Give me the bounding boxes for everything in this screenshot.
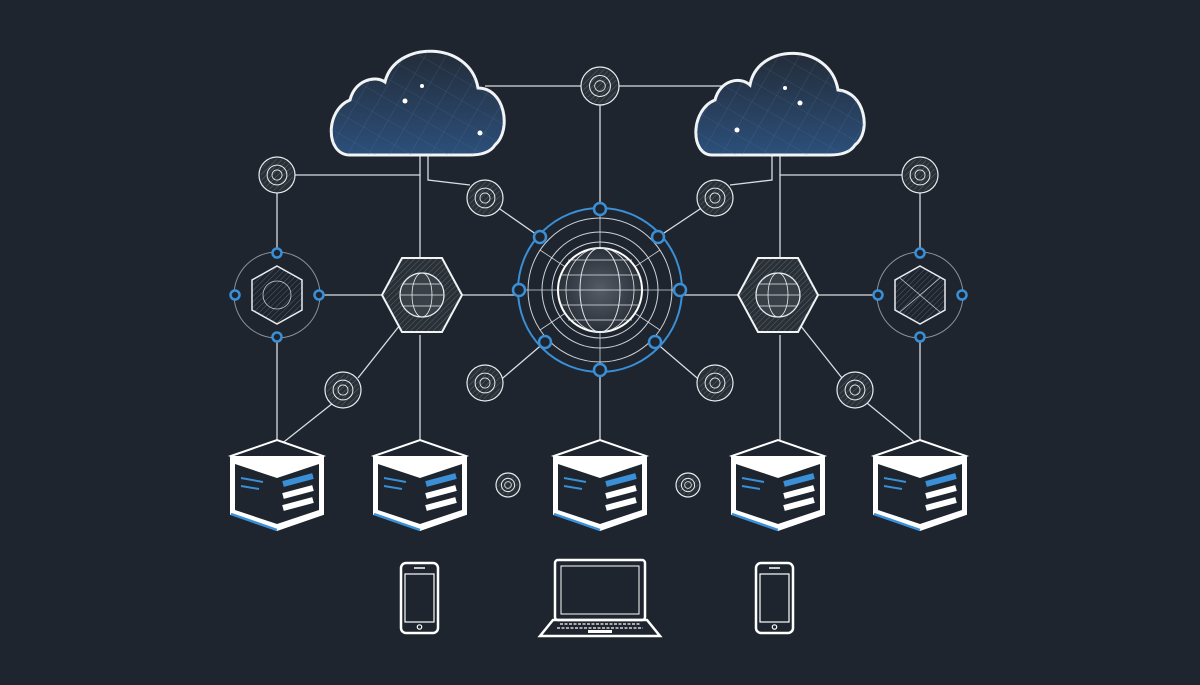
hex-node-inner-left: [380, 257, 464, 333]
hexagon-node-icon: [251, 265, 303, 325]
relay-node: [696, 364, 734, 402]
server-icon: [227, 438, 327, 532]
device-row: [399, 558, 795, 638]
relay-node-icon: [696, 179, 734, 217]
relay-node: [696, 179, 734, 217]
relay-node-icon: [696, 364, 734, 402]
relay-node-icon: [675, 472, 701, 498]
relay-node-icon: [466, 179, 504, 217]
relay-node: [258, 156, 296, 194]
smartphone-icon: [754, 561, 795, 635]
cloud-left: [329, 49, 506, 157]
relay-node-icon: [324, 371, 362, 409]
cloud-right: [694, 51, 866, 157]
central-hub: [511, 201, 688, 378]
server-icon: [870, 438, 970, 532]
server-row: [227, 438, 970, 532]
hex-node-outer-right: [872, 247, 968, 343]
hex-node-outer-left: [229, 247, 325, 343]
relay-node-icon: [580, 66, 620, 106]
relay-node: [675, 472, 701, 498]
relay-node: [901, 156, 939, 194]
globe-icon: [557, 247, 643, 333]
relay-node-icon: [495, 472, 521, 498]
connection-lines: [276, 85, 921, 446]
relay-node: [580, 66, 620, 106]
relay-node: [324, 371, 362, 409]
relay-node: [466, 364, 504, 402]
laptop-icon: [537, 558, 663, 638]
server: [870, 438, 970, 532]
relay-node-icon: [258, 156, 296, 194]
server-icon: [550, 438, 650, 532]
server: [227, 438, 327, 532]
hex-node-inner-right: [736, 257, 820, 333]
relay-node-icon: [901, 156, 939, 194]
server: [370, 438, 470, 532]
server-icon: [370, 438, 470, 532]
relay-node-icon: [466, 364, 504, 402]
smartphone-icon: [399, 561, 440, 635]
smartphone-left: [399, 561, 440, 635]
relay-node: [495, 472, 521, 498]
server: [550, 438, 650, 532]
relay-node: [836, 371, 874, 409]
small-nodes: [258, 66, 939, 498]
smartphone-right: [754, 561, 795, 635]
laptop: [537, 558, 663, 638]
relay-node: [466, 179, 504, 217]
relay-node-icon: [836, 371, 874, 409]
server: [728, 438, 828, 532]
server-icon: [728, 438, 828, 532]
